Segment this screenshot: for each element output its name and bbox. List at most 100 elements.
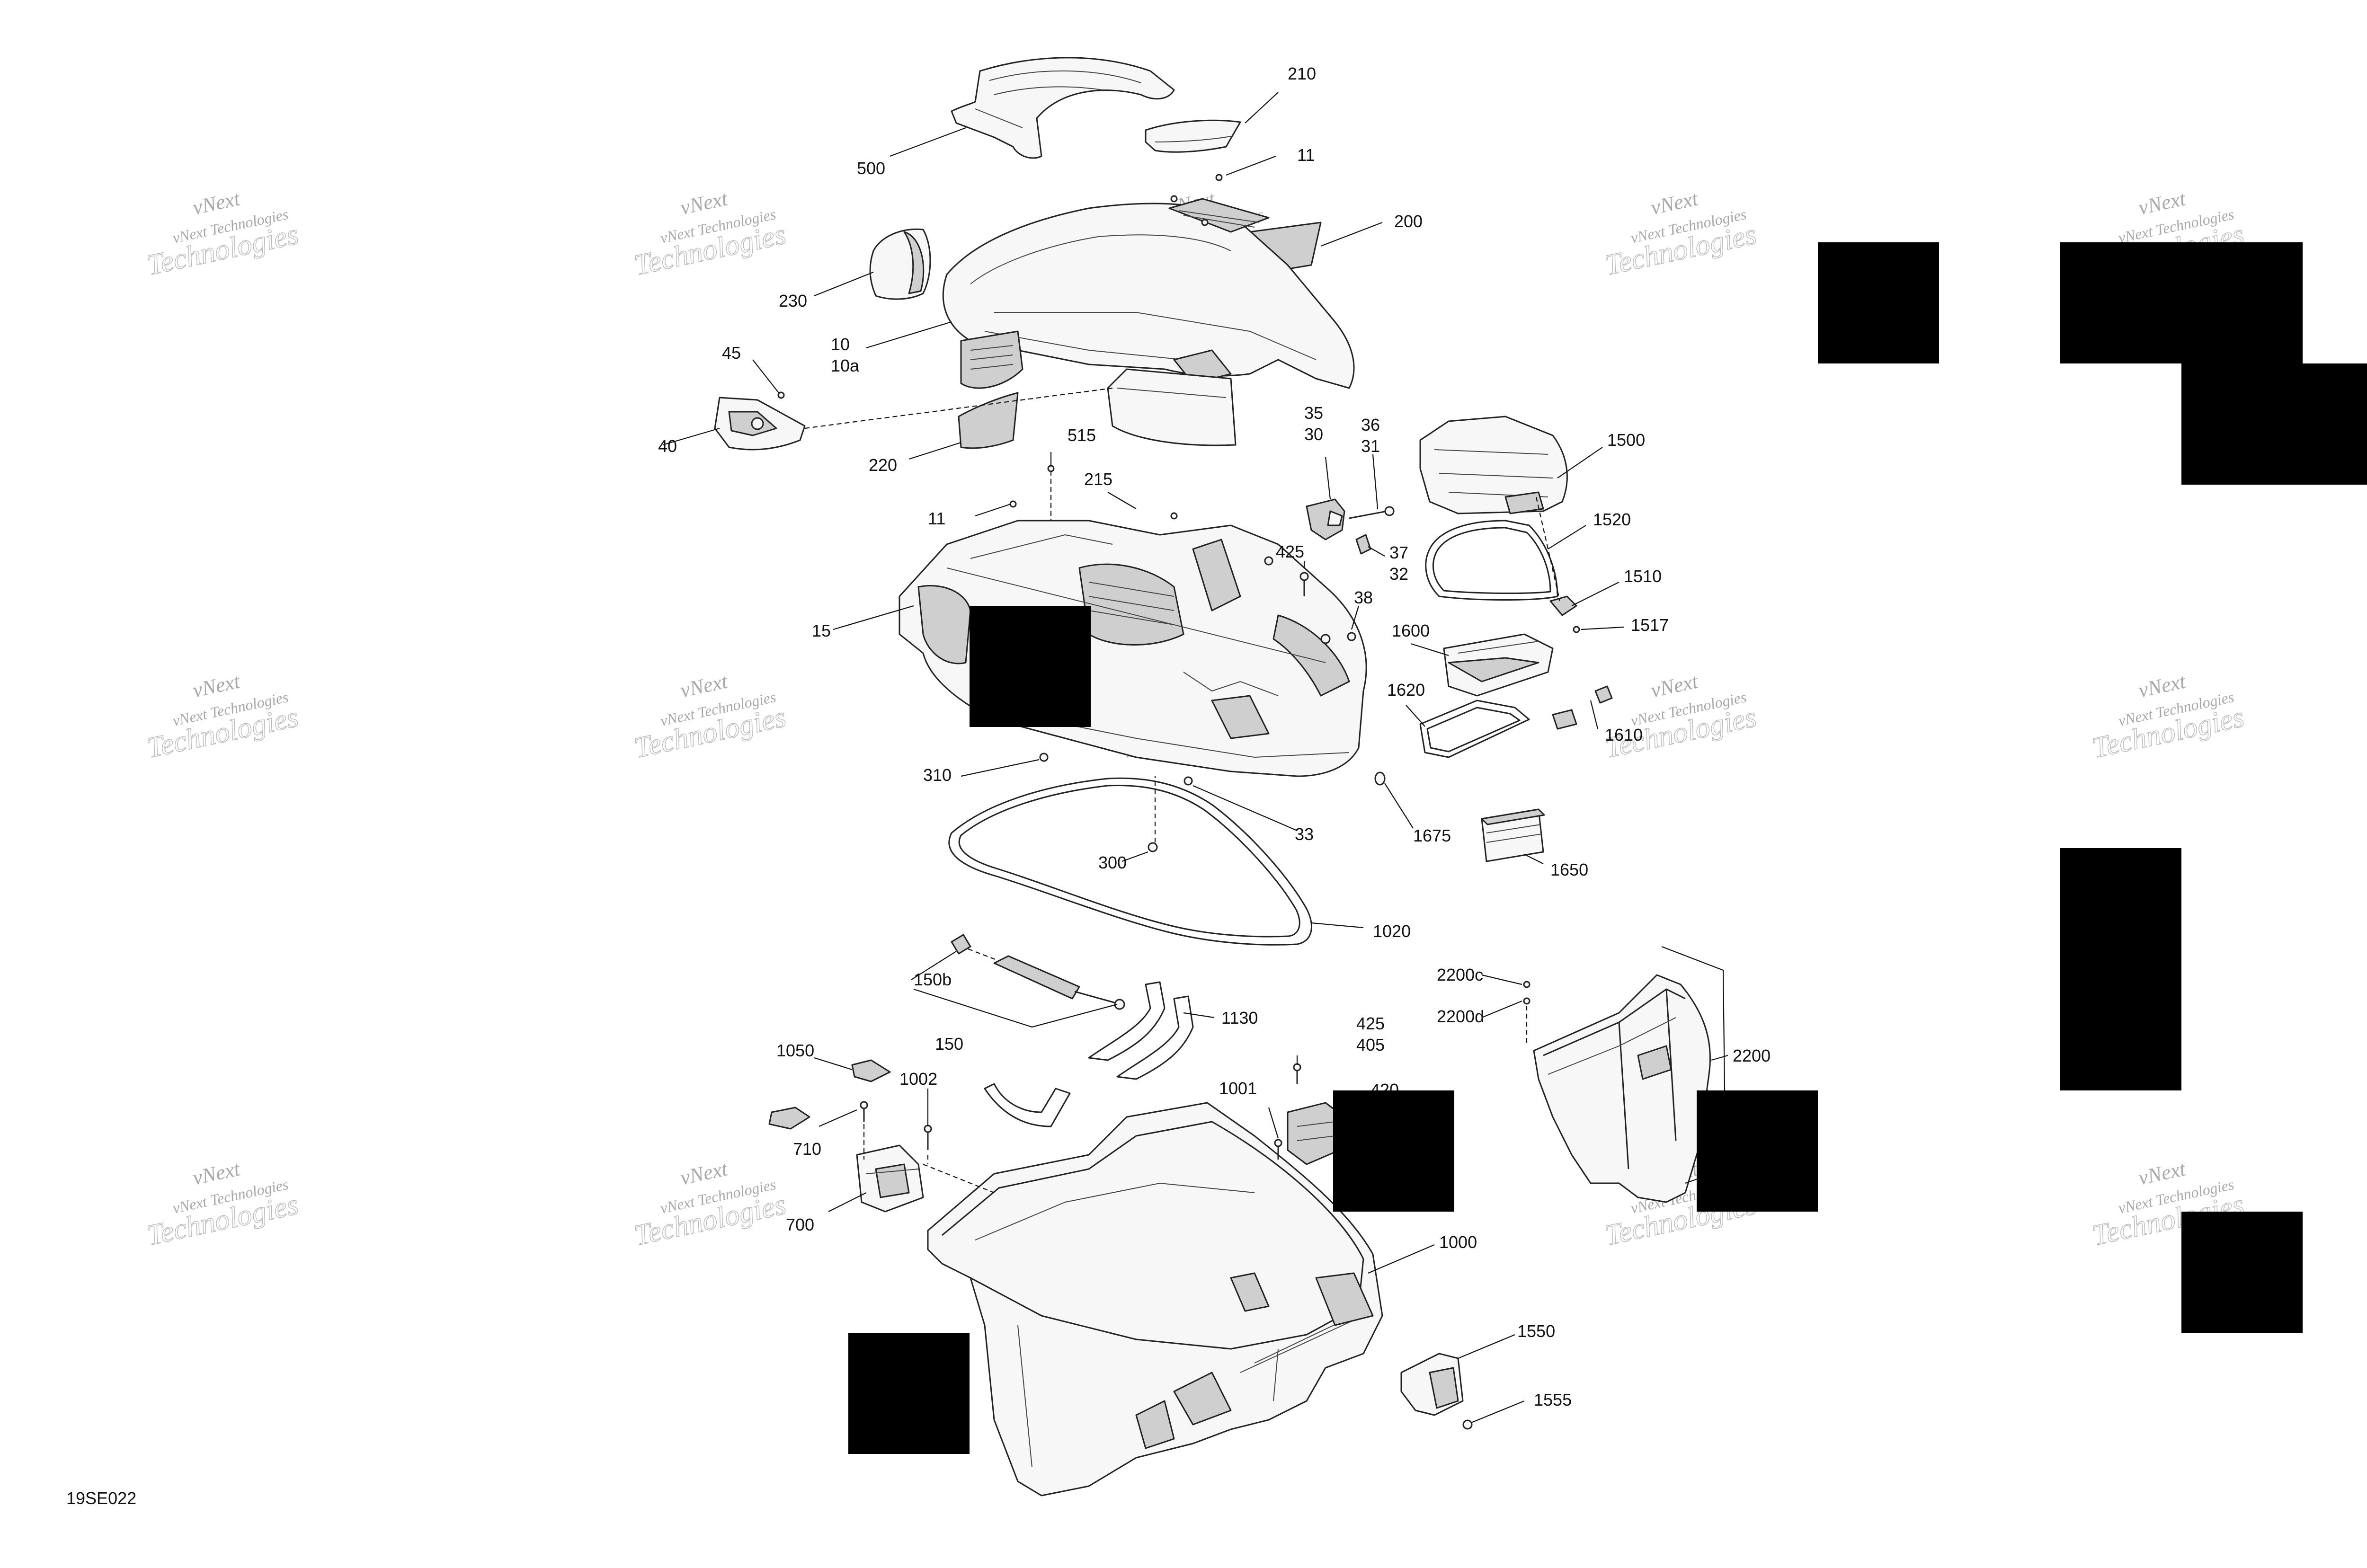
svg-text:vNext: vNext — [191, 669, 243, 702]
redaction-block — [1333, 1090, 1454, 1212]
part-side-panel-left — [958, 392, 1019, 449]
callout-1520: 1520 — [1593, 510, 1631, 529]
callout-1550: 1550 — [1517, 1321, 1555, 1341]
callout-210: 210 — [1288, 64, 1316, 83]
svg-text:vNext: vNext — [2136, 669, 2189, 702]
part-latch-assembly — [1299, 498, 1395, 644]
callout-1050: 1050 — [776, 1041, 814, 1060]
redaction-block — [2060, 848, 2181, 1090]
callout-150b: 150b — [914, 970, 952, 989]
callout-45: 45 — [722, 343, 741, 363]
watermark: vNext vNext Technologies Technologies — [1602, 669, 1759, 764]
callout-1610: 1610 — [1605, 725, 1643, 744]
part-gas-spring — [951, 934, 1125, 1010]
watermark: vNext vNext Technologies Technologies — [143, 186, 301, 282]
callout-500: 500 — [857, 159, 885, 178]
leader-lines — [662, 92, 1728, 1423]
svg-text:vNext: vNext — [1649, 669, 1701, 702]
part-side-cap — [1145, 119, 1241, 153]
part-clips-1050 — [768, 1059, 891, 1130]
callout-700: 700 — [786, 1215, 814, 1234]
callout-31: 31 — [1361, 436, 1380, 456]
callout-1650: 1650 — [1550, 860, 1588, 879]
part-straps — [984, 981, 1194, 1127]
callout-215: 215 — [1084, 470, 1112, 489]
part-gasket-loop — [1425, 520, 1558, 601]
part-filter-clips — [1552, 685, 1613, 730]
callout-710: 710 — [793, 1139, 821, 1159]
callout-230: 230 — [779, 291, 807, 310]
watermark: vNext vNext Technologies Technologies — [631, 186, 789, 282]
part-storage-bin — [927, 1102, 1383, 1497]
callout-1002: 1002 — [899, 1069, 937, 1089]
callout-300: 300 — [1098, 853, 1127, 872]
part-filter-cartridge — [1443, 633, 1554, 697]
watermark: vNext vNext Technologies Technologies — [1602, 186, 1759, 282]
callout-35: 35 — [1304, 403, 1323, 423]
svg-text:vNext: vNext — [678, 1157, 730, 1189]
part-seal-gasket — [948, 777, 1312, 946]
callout-32: 32 — [1389, 564, 1408, 584]
callout-33: 33 — [1295, 824, 1314, 844]
parts — [714, 57, 1711, 1497]
callout-425: 425 — [1356, 1014, 1385, 1033]
redaction-block — [2060, 242, 2303, 363]
part-side-bin — [1523, 974, 1711, 1203]
svg-text:vNext: vNext — [2136, 1157, 2189, 1189]
callout-37: 37 — [1389, 543, 1408, 562]
callout-1510: 1510 — [1624, 567, 1662, 586]
callout-30: 30 — [1304, 425, 1323, 444]
watermark: vNext vNext Technologies Technologies — [631, 1157, 789, 1252]
callout-11: 11 — [928, 509, 945, 528]
svg-text:vNext: vNext — [191, 186, 243, 219]
redaction-block — [970, 606, 1091, 727]
callout-40: 40 — [658, 436, 677, 456]
part-fasteners-mid — [777, 174, 1356, 852]
redaction-block — [1697, 1090, 1818, 1212]
redaction-block — [1818, 242, 1939, 363]
callout-405: 405 — [1356, 1035, 1385, 1054]
part-small-cap — [869, 228, 931, 300]
callout-1675: 1675 — [1413, 826, 1451, 845]
svg-text:vNext: vNext — [678, 669, 730, 702]
callout-1517: 1517 — [1631, 615, 1669, 635]
svg-text:vNext: vNext — [2136, 186, 2189, 219]
callout-1600: 1600 — [1392, 621, 1430, 640]
callout-10: 10 — [831, 335, 850, 354]
redaction-block — [2181, 1212, 2303, 1333]
callout-1001: 1001 — [1219, 1079, 1257, 1098]
callout-38: 38 — [1354, 588, 1373, 607]
svg-text:vNext: vNext — [191, 1157, 243, 1189]
callout-2200c: 2200c — [1437, 965, 1483, 984]
part-bracket — [1400, 1353, 1473, 1430]
callout-1500: 1500 — [1607, 430, 1645, 450]
callout-515: 515 — [1068, 425, 1096, 445]
part-latch-plate — [714, 397, 806, 451]
callout-2200d: 2200d — [1437, 1007, 1484, 1026]
part-clip — [1549, 595, 1580, 633]
svg-text:vNext: vNext — [678, 186, 730, 219]
callout-10a: 10a — [831, 356, 860, 375]
part-upper-frame — [942, 198, 1355, 446]
watermark: vNext vNext Technologies Technologies — [143, 1157, 301, 1252]
callout-11: 11 — [1297, 145, 1315, 165]
callout-36: 36 — [1361, 415, 1380, 434]
part-plug — [1374, 771, 1386, 786]
redaction-block — [2181, 363, 2367, 485]
callout-1555: 1555 — [1534, 1390, 1572, 1409]
callout-labels: 500 210 11 200 230 10 10a 45 40 220 515 … — [658, 64, 1771, 1409]
redaction-block — [848, 1333, 970, 1454]
callout-1000: 1000 — [1439, 1232, 1477, 1252]
callout-1020: 1020 — [1373, 921, 1411, 941]
part-airbox-cover — [1419, 416, 1568, 514]
part-latch-block — [856, 1144, 924, 1213]
part-filter-frame — [1419, 700, 1530, 758]
watermark: vNext vNext Technologies Technologies — [631, 669, 789, 764]
part-filter-element — [1481, 808, 1545, 862]
callout-2200: 2200 — [1733, 1046, 1771, 1065]
figure-code: 19SE022 — [66, 1488, 136, 1508]
redaction-blocks — [848, 242, 2367, 1454]
callout-15: 15 — [812, 621, 831, 640]
